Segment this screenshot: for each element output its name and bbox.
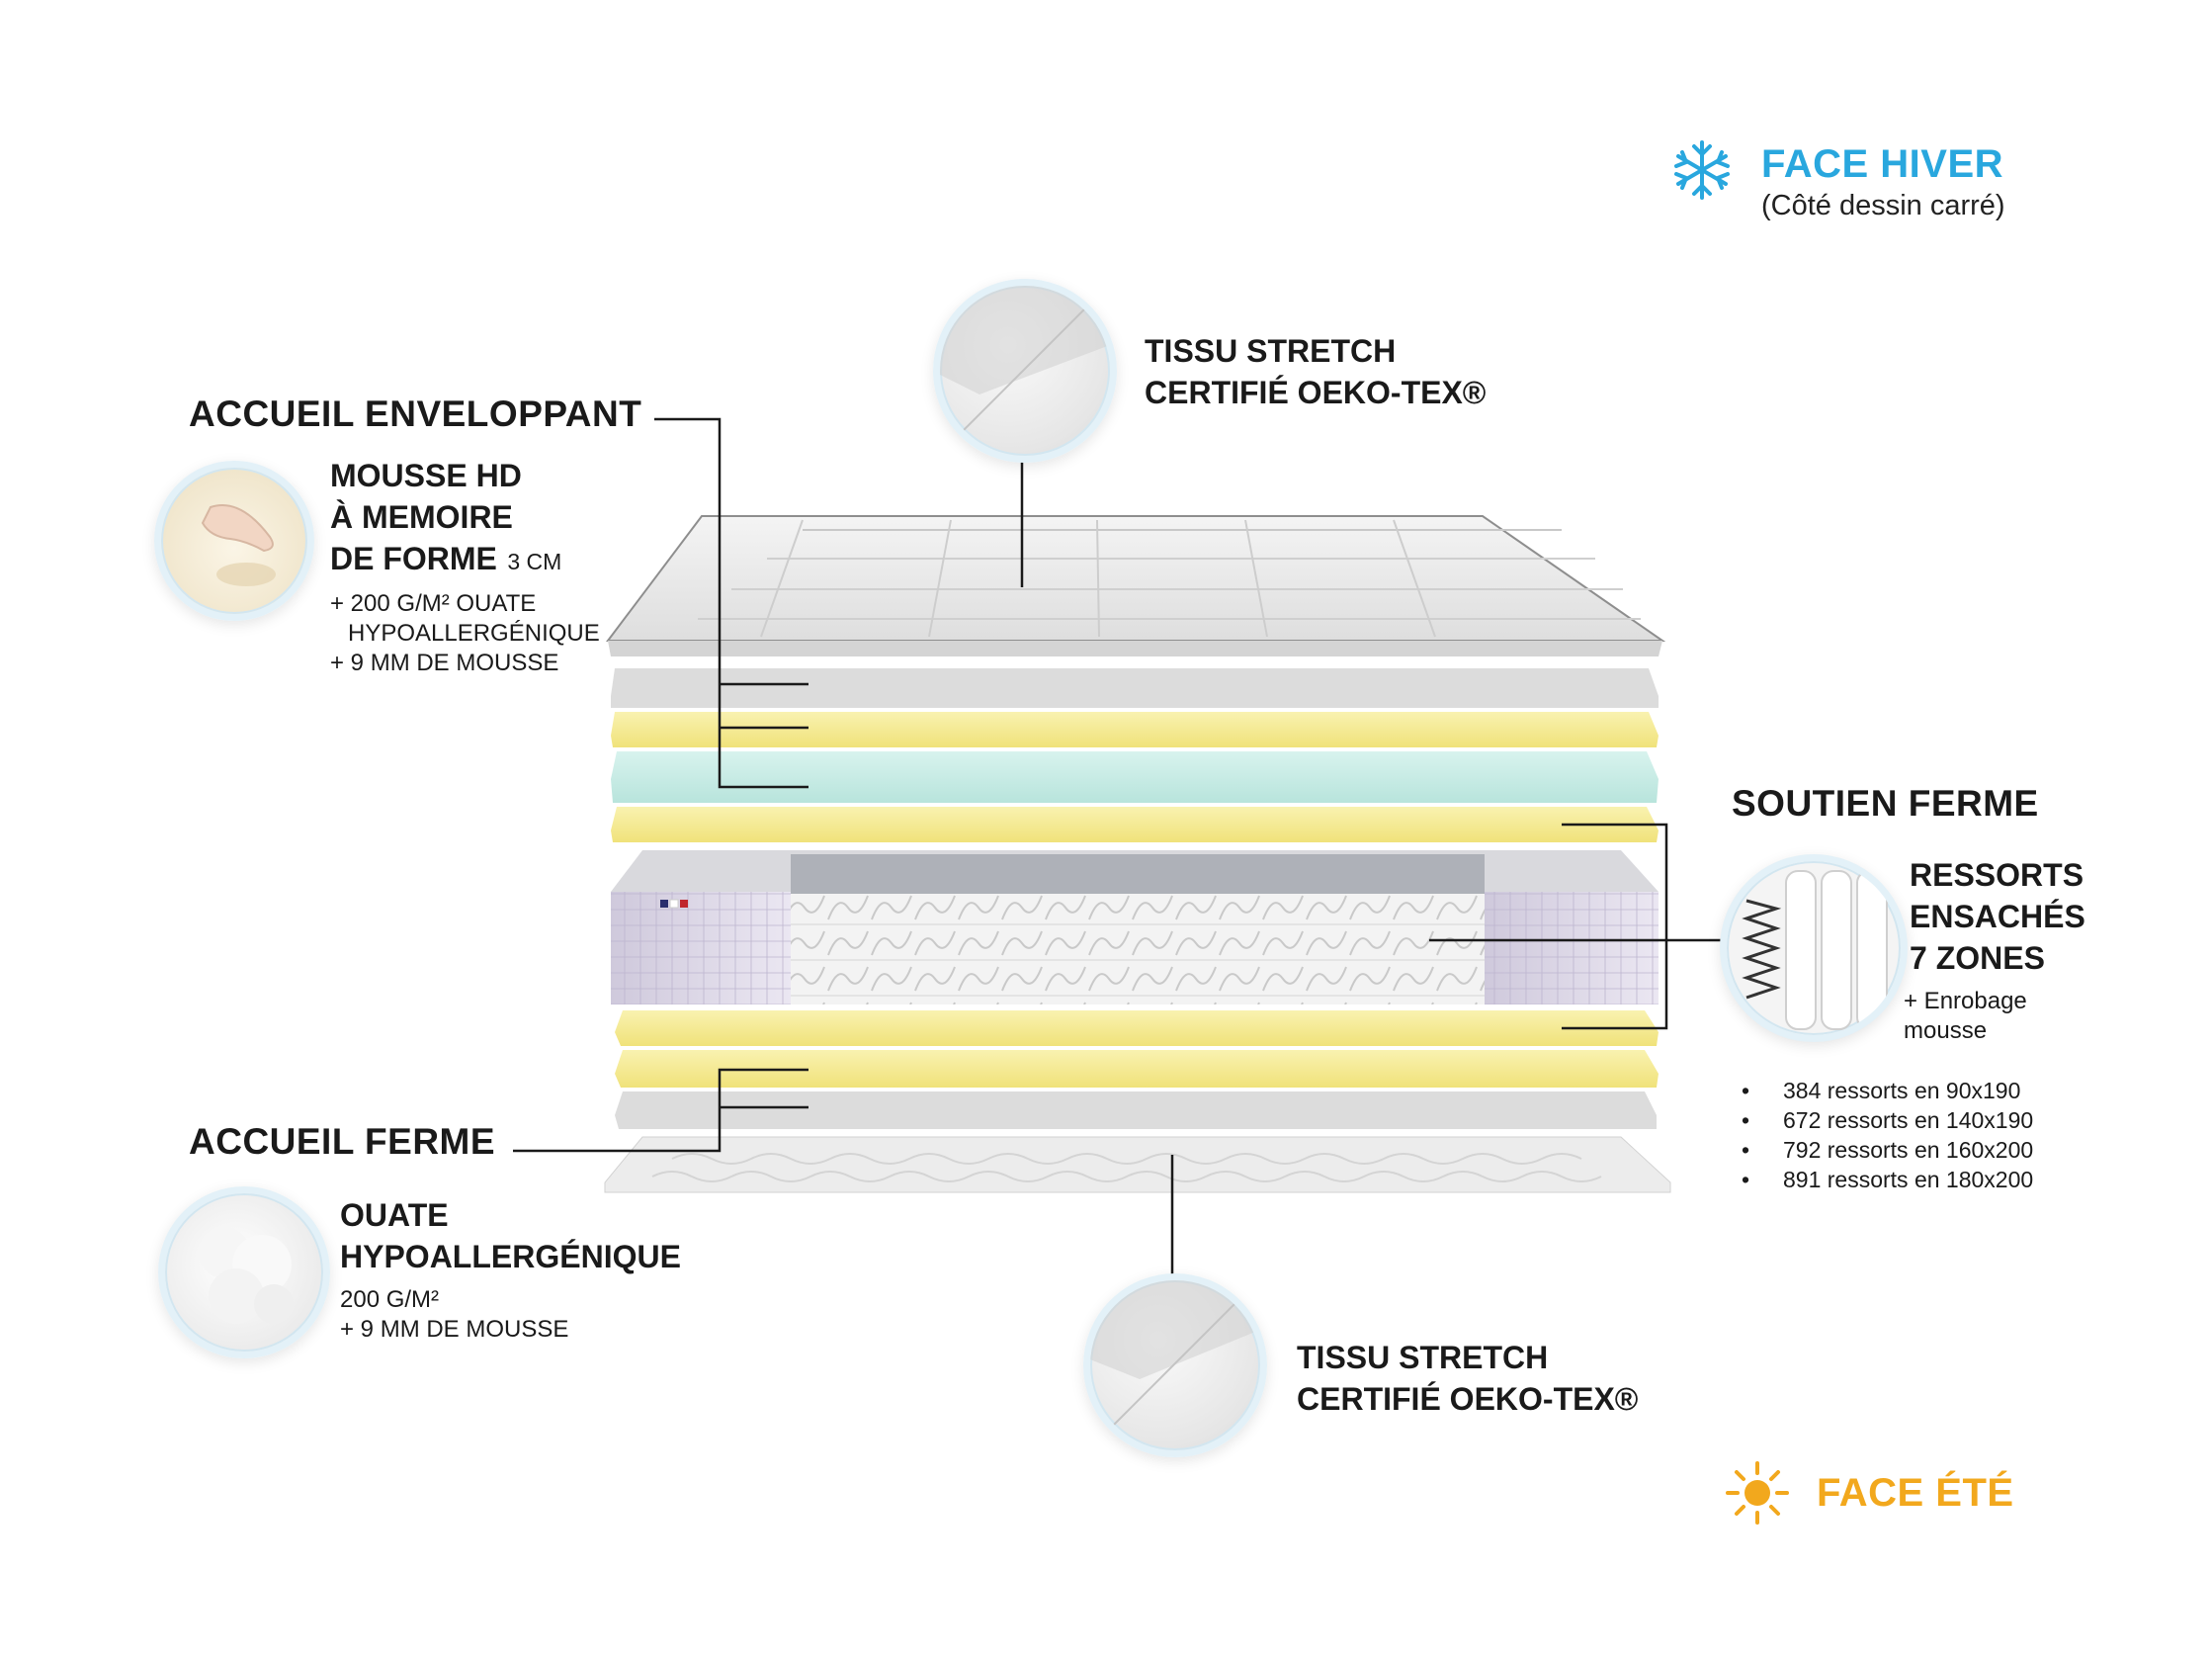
memory-foam-detail3: + 9 MM DE MOUSSE xyxy=(330,650,559,676)
memory-foam-detail2: HYPOALLERGÉNIQUE xyxy=(348,620,600,647)
spring-count-item: 792 ressorts en 160x200 xyxy=(1742,1135,2033,1165)
top-fabric-line1: TISSU STRETCH xyxy=(1145,333,1397,369)
memory-foam-layer xyxy=(611,751,1659,803)
springs-detail1: + Enrobage xyxy=(1904,988,2027,1014)
spring-count-item: 672 ressorts en 140x190 xyxy=(1742,1105,2033,1135)
sun-icon xyxy=(1724,1459,1791,1527)
bottom-fabric-line2: CERTIFIÉ OEKO-TEX® xyxy=(1297,1381,1639,1417)
winter-side-title: FACE HIVER xyxy=(1761,142,2004,186)
wadding-detail2: + 9 MM DE MOUSSE xyxy=(340,1316,569,1343)
springs-detail2: mousse xyxy=(1904,1017,1988,1044)
bottom-fabric-zoom xyxy=(1083,1273,1267,1457)
yellow-foam-layer-1 xyxy=(611,712,1659,747)
memory-foam-detail1: + 200 G/M² OUATE xyxy=(330,590,537,617)
connector-lines xyxy=(513,417,1724,1275)
bottom-quilted-panel xyxy=(604,1136,1671,1193)
wadding-line2: HYPOALLERGÉNIQUE xyxy=(340,1239,681,1274)
accueil-enveloppant-title: ACCUEIL ENVELOPPANT xyxy=(189,393,642,434)
wadding-zoom xyxy=(158,1186,330,1358)
memory-foam-thickness: 3 CM xyxy=(507,549,562,574)
soutien-ferme-title: SOUTIEN FERME xyxy=(1732,783,2039,824)
wadding-line1: OUATE xyxy=(340,1197,449,1233)
summer-side-title: FACE ÉTÉ xyxy=(1817,1471,2014,1515)
memory-foam-line3-row: DE FORME 3 CM xyxy=(330,538,561,579)
memory-foam-line2: À MEMOIRE xyxy=(330,499,513,535)
yellow-foam-layer-4 xyxy=(615,1050,1659,1088)
winter-side-subtitle: (Côté dessin carré) xyxy=(1761,190,2005,221)
springs-line1: RESSORTS xyxy=(1910,857,2084,893)
top-quilted-panel xyxy=(605,515,1666,656)
grey-layer-top xyxy=(611,668,1659,708)
springs-line2: ENSACHÉS xyxy=(1910,899,2085,934)
accueil-ferme-title: ACCUEIL FERME xyxy=(189,1121,496,1162)
memory-foam-zoom xyxy=(154,461,314,621)
memory-foam-line3: DE FORME xyxy=(330,541,497,576)
grey-layer-bottom xyxy=(615,1091,1657,1129)
yellow-foam-layer-2 xyxy=(611,807,1659,842)
spring-count-list: 384 ressorts en 90x190 672 ressorts en 1… xyxy=(1742,1076,2033,1194)
springs-zoom xyxy=(1720,854,1908,1042)
springs-line3: 7 ZONES xyxy=(1910,940,2045,976)
spring-count-item: 384 ressorts en 90x190 xyxy=(1742,1076,2033,1105)
spring-count-item: 891 ressorts en 180x200 xyxy=(1742,1165,2033,1194)
top-fabric-line2: CERTIFIÉ OEKO-TEX® xyxy=(1145,375,1487,410)
top-fabric-zoom xyxy=(933,279,1117,463)
wadding-detail1: 200 G/M² xyxy=(340,1286,440,1313)
yellow-foam-layer-3 xyxy=(615,1010,1659,1046)
bottom-fabric-line1: TISSU STRETCH xyxy=(1297,1340,1549,1375)
snowflake-icon xyxy=(1670,138,1734,202)
pocket-spring-core xyxy=(611,850,1659,1004)
memory-foam-line1: MOUSSE HD xyxy=(330,458,522,493)
